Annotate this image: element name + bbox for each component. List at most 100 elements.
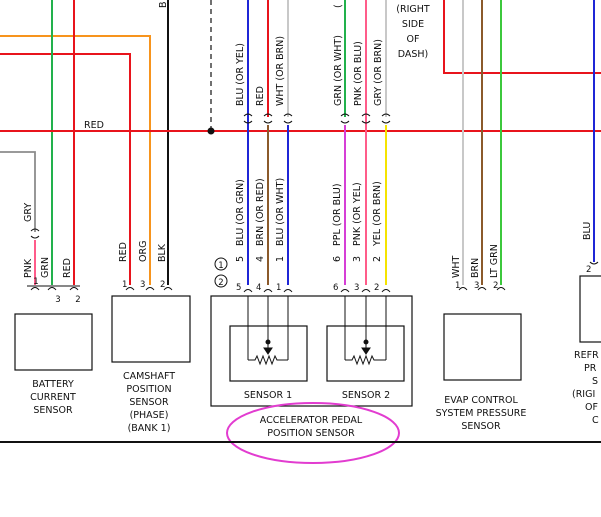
red-bus-label: RED [84, 120, 104, 131]
label-top-grn: GRN (OR WHT) [333, 35, 344, 106]
svg-text:2: 2 [374, 283, 379, 293]
svg-text:REFR: REFR [574, 350, 599, 361]
svg-text:3: 3 [354, 283, 359, 293]
label-top-blu: BLU (OR YEL) [235, 43, 246, 106]
svg-text:3: 3 [474, 281, 479, 291]
svg-text:S: S [592, 376, 598, 387]
svg-text:(RIGHT: (RIGHT [396, 4, 430, 15]
app-connector: 5 4 1 6 3 2 [236, 283, 391, 293]
svg-text:5: 5 [236, 283, 241, 293]
label-right-blu: BLU [582, 222, 593, 240]
label-cam-org: ORG [138, 241, 149, 262]
battery-connector: 1 3 2 [27, 277, 81, 305]
label-mid-brn: BRN (OR RED) [255, 178, 266, 246]
app-pin-numbers-rotated: 5 4 1 6 3 2 [235, 256, 383, 262]
wire-red-camshaft [0, 53, 131, 285]
sensor-2-potentiometer [344, 296, 387, 366]
svg-text:BATTERY: BATTERY [32, 379, 74, 390]
svg-text:2: 2 [218, 278, 223, 288]
svg-text:POSITION SENSOR: POSITION SENSOR [267, 428, 355, 439]
label-top-gry: GRY (OR BRN) [373, 39, 384, 106]
label-cam-red: RED [118, 242, 129, 262]
evap-control-sensor-label: EVAP CONTROL SYSTEM PRESSURE SENSOR [436, 395, 527, 432]
label-evap-ltgrn: LT GRN [489, 244, 500, 278]
accelerator-pedal-sensor-label: ACCELERATOR PEDAL POSITION SENSOR [260, 415, 363, 439]
svg-text:OF: OF [585, 402, 598, 413]
svg-text:2: 2 [372, 256, 383, 262]
label-evap-brn: BRN [470, 258, 481, 278]
svg-text:1: 1 [122, 280, 127, 290]
svg-text:(RIGI: (RIGI [572, 389, 595, 400]
label-mid-ppl: PPL (OR BLU) [332, 183, 343, 246]
svg-text:C: C [592, 415, 599, 426]
wire-battery-gray [0, 151, 36, 232]
svg-text:CURRENT: CURRENT [30, 392, 76, 403]
top-b-label: B [158, 1, 169, 8]
label-mid-blu: BLU (OR GRN) [235, 179, 246, 246]
battery-current-sensor-label: BATTERY CURRENT SENSOR [30, 379, 76, 416]
svg-text:SENSOR: SENSOR [129, 397, 169, 408]
right-pin: 2 [586, 265, 591, 275]
label-top-red: RED [255, 86, 266, 106]
sensor-2-label: SENSOR 2 [342, 390, 390, 401]
label-evap-wht: WHT [451, 255, 462, 278]
svg-text:1: 1 [218, 261, 223, 271]
highlight-ellipse [226, 402, 400, 464]
label-bat-red: RED [62, 258, 73, 278]
camshaft-connector: 1 3 2 [122, 280, 173, 291]
svg-text:SIDE: SIDE [402, 19, 424, 30]
battery-current-sensor-box [14, 313, 93, 371]
wire-red-right [443, 0, 601, 74]
svg-text:(PHASE): (PHASE) [130, 410, 169, 421]
svg-text:1: 1 [33, 277, 38, 287]
inline-connectors [30, 113, 599, 265]
label-top-wht: WHT (OR BRN) [275, 36, 286, 106]
svg-text:(BANK 1): (BANK 1) [128, 423, 171, 434]
svg-text:4: 4 [256, 283, 261, 293]
wire-orange [0, 35, 151, 285]
svg-text:4: 4 [255, 256, 266, 262]
label-cam-blk: BLK [157, 243, 168, 262]
svg-text:2: 2 [493, 281, 498, 291]
label-bat-gry: GRY [23, 203, 34, 222]
svg-text:1: 1 [276, 283, 281, 293]
right-of-dash-label: (RIGHT SIDE OF DASH) [396, 4, 430, 60]
sensor-1-potentiometer [247, 296, 289, 366]
svg-text:DASH): DASH) [398, 49, 429, 60]
svg-text:CAMSHAFT: CAMSHAFT [123, 371, 175, 382]
label-mid-yel: YEL (OR BRN) [372, 181, 383, 247]
svg-text:SENSOR: SENSOR [461, 421, 501, 432]
circled-number-1: 1 [214, 257, 228, 271]
circled-number-2: 2 [214, 274, 228, 288]
svg-text:3: 3 [55, 295, 60, 305]
splice-dot [207, 127, 215, 135]
svg-text:ACCELERATOR PEDAL: ACCELERATOR PEDAL [260, 415, 363, 426]
svg-text:POSITION: POSITION [126, 384, 171, 395]
svg-text:SYSTEM PRESSURE: SYSTEM PRESSURE [436, 408, 527, 419]
svg-text:1: 1 [455, 281, 460, 291]
right-partial-box [579, 275, 601, 343]
right-partial-label: REFR PR S (RIGI OF C [572, 350, 599, 426]
svg-text:2: 2 [75, 295, 80, 305]
evap-control-sensor-box [443, 313, 522, 381]
svg-text:6: 6 [333, 283, 338, 293]
evap-connector: 1 3 2 [455, 281, 506, 291]
label-bat-grn: GRN [40, 257, 51, 278]
svg-text:2: 2 [160, 280, 165, 290]
label-mid-blu2: BLU (OR WHT) [275, 178, 286, 246]
svg-text:OF: OF [407, 34, 420, 45]
camshaft-position-sensor-label: CAMSHAFT POSITION SENSOR (PHASE) (BANK 1… [123, 371, 175, 434]
svg-text:3: 3 [352, 256, 363, 262]
svg-text:3: 3 [140, 280, 145, 290]
svg-text:SENSOR: SENSOR [33, 405, 73, 416]
label-top-cut: ( [333, 4, 344, 8]
camshaft-position-sensor-box [111, 295, 191, 363]
label-top-pnk: PNK (OR BLU) [353, 41, 364, 106]
svg-text:5: 5 [235, 256, 246, 262]
sensor-1-label: SENSOR 1 [244, 390, 292, 401]
svg-text:6: 6 [332, 256, 343, 262]
label-mid-pnk: PNK (OR YEL) [352, 182, 363, 246]
label-bat-pnk: PNK [23, 258, 34, 278]
svg-text:1: 1 [275, 256, 286, 262]
